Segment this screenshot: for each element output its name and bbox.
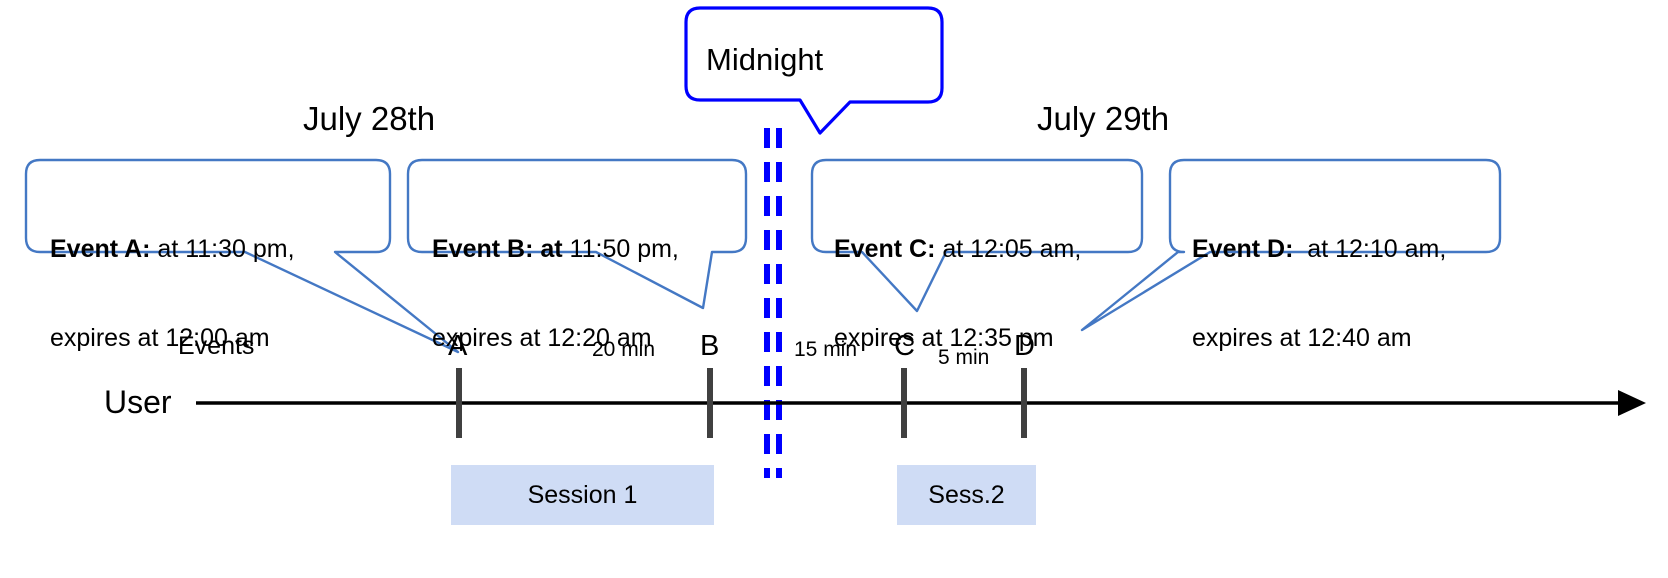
row-label-events: Events	[178, 332, 255, 360]
row-label-user: User	[104, 384, 172, 420]
event-c-rest: at 12:05 am,	[935, 235, 1082, 263]
event-d-line2: expires at 12:40 am	[1192, 323, 1412, 352]
session-2-label: Sess.2	[928, 480, 1005, 509]
session-box-1: Session 1	[451, 465, 714, 525]
event-c-line2: expires at 12:35 pm	[834, 323, 1054, 352]
date-label-july-28: July 28th	[303, 100, 436, 137]
midnight-label: Midnight	[706, 42, 824, 77]
date-label-july-29: July 29th	[1037, 100, 1170, 137]
event-b-line2: expires at 12:20 am	[432, 323, 652, 352]
marker-label-a: A	[448, 330, 468, 362]
event-c-bold: Event C:	[834, 235, 936, 263]
event-d-callout-text: Event D: at 12:10 am, expires at 12:40 a…	[1192, 176, 1446, 412]
event-a-bold: Event A:	[50, 235, 151, 263]
event-c-callout-text: Event C: at 12:05 am, expires at 12:35 p…	[834, 176, 1081, 412]
session-1-label: Session 1	[527, 480, 638, 509]
interval-label-cd: 5 min	[938, 346, 990, 369]
interval-label-ab: 20 min	[592, 338, 656, 361]
event-a-rest: at 11:30 pm,	[150, 235, 295, 263]
event-a-callout-text: Event A: at 11:30 pm, expires at 12:00 a…	[50, 176, 295, 412]
event-b-bold: Event B: at	[432, 235, 563, 263]
event-d-rest: at 12:10 am,	[1293, 235, 1447, 263]
marker-label-b: B	[700, 330, 720, 362]
event-b-rest: 11:50 pm,	[562, 235, 679, 263]
session-box-2: Sess.2	[897, 465, 1036, 525]
interval-label-bc: 15 min	[794, 338, 858, 361]
event-b-callout-text: Event B: at 11:50 pm, expires at 12:20 a…	[432, 176, 679, 412]
marker-label-d: D	[1014, 330, 1035, 362]
event-a-line2: expires at 12:00 am	[50, 323, 270, 352]
marker-label-c: C	[894, 330, 915, 362]
midnight-divider	[764, 128, 782, 478]
event-d-bold: Event D:	[1192, 235, 1294, 263]
